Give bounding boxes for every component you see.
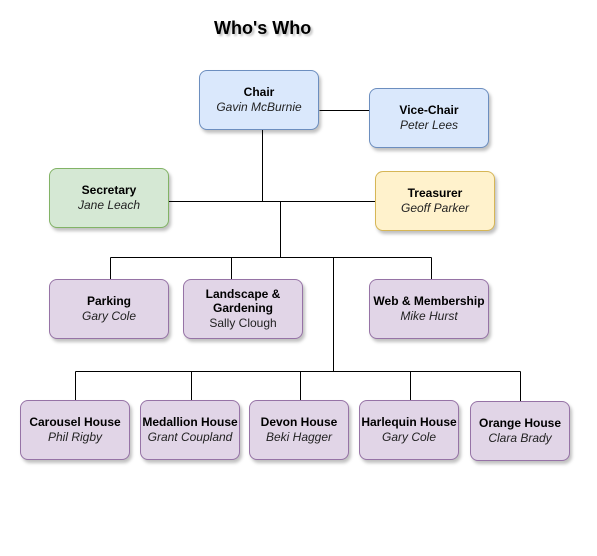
node-secretary: Secretary Jane Leach — [49, 168, 169, 228]
node-person: Gary Cole — [81, 309, 137, 323]
node-person: Grant Coupland — [147, 430, 233, 444]
node-person: Sally Clough — [209, 316, 277, 330]
node-person: Mike Hurst — [400, 309, 458, 323]
node-landscape-gardening: Landscape & Gardening Sally Clough — [183, 279, 303, 339]
node-orange-house: Orange House Clara Brady — [470, 401, 570, 461]
node-person: Peter Lees — [399, 118, 459, 132]
node-person: Beki Hagger — [265, 430, 333, 444]
node-vice-chair: Vice-Chair Peter Lees — [369, 88, 489, 148]
node-role: Web & Membership — [373, 294, 485, 308]
node-treasurer: Treasurer Geoff Parker — [375, 171, 495, 231]
node-person: Clara Brady — [488, 431, 552, 445]
node-person: Gavin McBurnie — [216, 100, 302, 114]
node-person: Jane Leach — [77, 198, 141, 212]
node-role: Chair — [243, 85, 275, 99]
node-role: Medallion House — [142, 415, 238, 429]
node-devon-house: Devon House Beki Hagger — [249, 400, 349, 460]
node-parking: Parking Gary Cole — [49, 279, 169, 339]
node-web-membership: Web & Membership Mike Hurst — [369, 279, 489, 339]
node-role: Harlequin House — [361, 415, 457, 429]
node-person: Phil Rigby — [47, 430, 103, 444]
node-carousel-house: Carousel House Phil Rigby — [20, 400, 130, 460]
node-role: Parking — [86, 294, 131, 308]
node-person: Geoff Parker — [400, 201, 470, 215]
node-harlequin-house: Harlequin House Gary Cole — [359, 400, 459, 460]
node-chair: Chair Gavin McBurnie — [199, 70, 319, 130]
node-role: Landscape & Gardening — [205, 287, 281, 315]
node-role: Carousel House — [29, 415, 121, 429]
diagram-title: Who's Who — [214, 18, 312, 38]
node-role: Vice-Chair — [399, 103, 459, 117]
node-role: Orange House — [478, 416, 562, 430]
node-role: Devon House — [260, 415, 338, 429]
node-medallion-house: Medallion House Grant Coupland — [140, 400, 240, 460]
node-role: Secretary — [81, 183, 137, 197]
node-person: Gary Cole — [381, 430, 437, 444]
node-role: Treasurer — [407, 186, 463, 200]
